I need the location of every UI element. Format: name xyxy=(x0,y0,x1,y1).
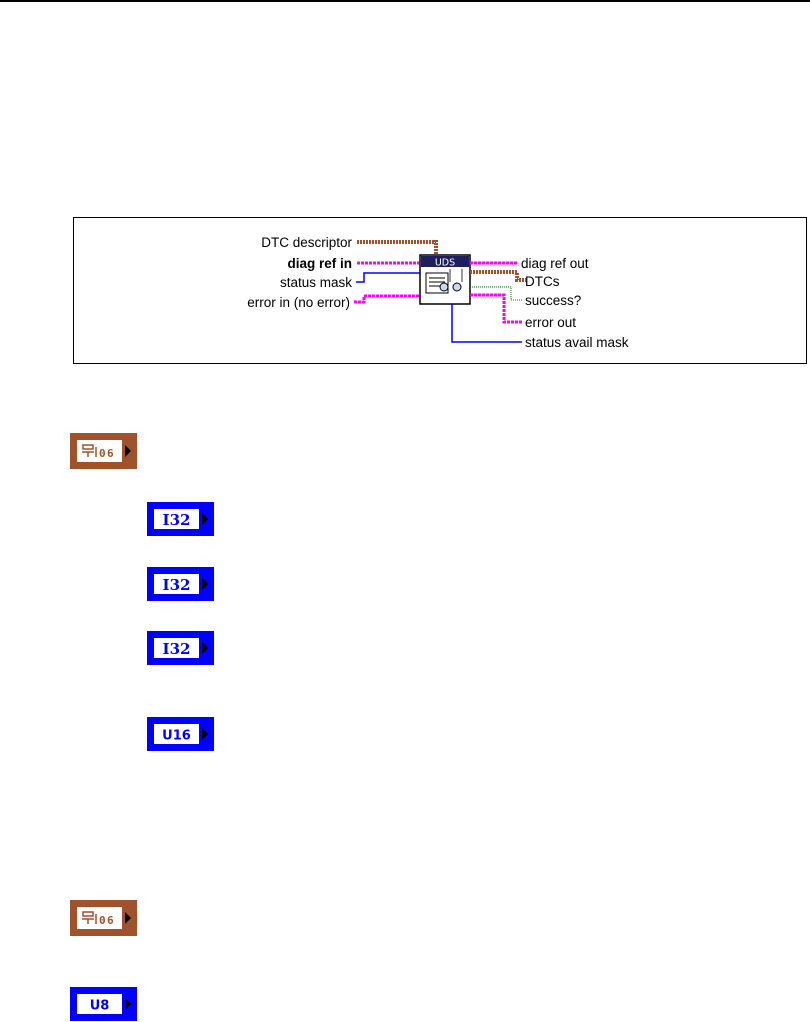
svg-text:6: 6 xyxy=(107,447,114,460)
label-status-avail-mask: status avail mask xyxy=(525,335,629,350)
label-diag-ref-out: diag ref out xyxy=(521,256,589,271)
u16-terminal-icon: U16 xyxy=(147,717,214,751)
label-status-mask: status mask xyxy=(280,275,352,290)
wire-error-in xyxy=(354,294,420,304)
wire-error-out xyxy=(470,293,522,324)
cluster-terminal-icon: 0 6 xyxy=(70,900,137,936)
svg-text:U16: U16 xyxy=(162,729,191,744)
i32-terminal-icon: I32 xyxy=(147,567,214,601)
svg-text:U8: U8 xyxy=(90,999,110,1014)
wire-success xyxy=(470,286,522,301)
svg-text:I32: I32 xyxy=(163,640,191,658)
svg-text:0: 0 xyxy=(99,447,106,460)
connector-pane: UDS DTC descriptor diag ref in status ma… xyxy=(73,217,807,364)
cluster-terminal-icon: 0 6 xyxy=(70,433,137,469)
vi-icon-title-bar xyxy=(421,256,469,267)
wire-status-avail-mask xyxy=(451,304,522,343)
label-dtc-descriptor: DTC descriptor xyxy=(261,235,352,250)
svg-text:6: 6 xyxy=(107,914,114,927)
svg-text:I32: I32 xyxy=(163,511,191,529)
label-success: success? xyxy=(525,293,581,308)
label-error-in: error in (no error) xyxy=(247,295,350,310)
u8-terminal-icon: U8 xyxy=(70,987,137,1021)
wire-dtcs xyxy=(470,270,526,282)
label-diag-ref-in: diag ref in xyxy=(287,256,352,271)
wire-status-mask xyxy=(356,272,420,283)
page-top-rule xyxy=(0,0,810,2)
i32-terminal-icon: I32 xyxy=(147,631,214,665)
i32-terminal-icon: I32 xyxy=(147,502,214,536)
connector-diagram: UDS DTC descriptor diag ref in status ma… xyxy=(247,235,629,350)
label-error-out: error out xyxy=(525,315,576,330)
svg-text:0: 0 xyxy=(99,914,106,927)
svg-text:I32: I32 xyxy=(163,576,191,594)
vi-icon-title: UDS xyxy=(435,258,455,269)
label-dtcs: DTCs xyxy=(525,274,560,289)
